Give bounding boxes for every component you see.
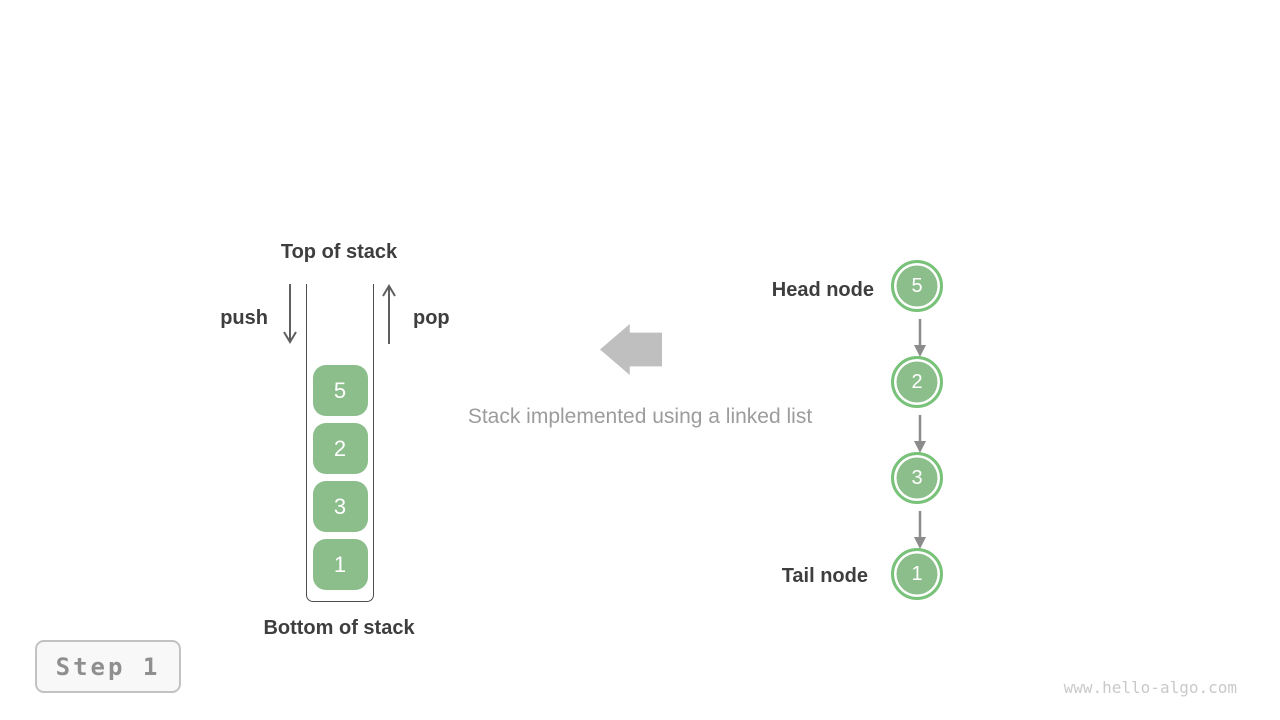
push-label: push	[220, 307, 268, 329]
pop-up-arrow-icon	[382, 284, 396, 344]
bottom-of-stack-label: Bottom of stack	[263, 617, 415, 639]
down-arrow-icon	[914, 511, 926, 549]
linked-list-node: 1	[891, 548, 943, 600]
tail-node-label: Tail node	[781, 565, 868, 587]
linked-list-node: 5	[891, 260, 943, 312]
stack-item: 2	[312, 423, 368, 474]
down-arrow-icon	[914, 319, 926, 357]
top-of-stack-label: Top of stack	[280, 241, 398, 263]
caption-text: Stack implemented using a linked list	[467, 405, 813, 428]
pop-label: pop	[413, 307, 450, 329]
stack-item: 1	[312, 539, 368, 590]
watermark: www.hello-algo.com	[1063, 678, 1237, 697]
linked-list-node: 2	[891, 356, 943, 408]
stack-item: 5	[312, 365, 368, 416]
head-node-label: Head node	[771, 279, 874, 301]
step-badge: Step 1	[35, 640, 181, 693]
down-arrow-icon	[914, 415, 926, 453]
push-down-arrow-icon	[283, 284, 297, 344]
linked-list-node: 3	[891, 452, 943, 504]
stack-container: 5 2 3 1	[306, 284, 374, 602]
stack-item: 3	[312, 481, 368, 532]
left-block-arrow-icon	[600, 324, 662, 375]
